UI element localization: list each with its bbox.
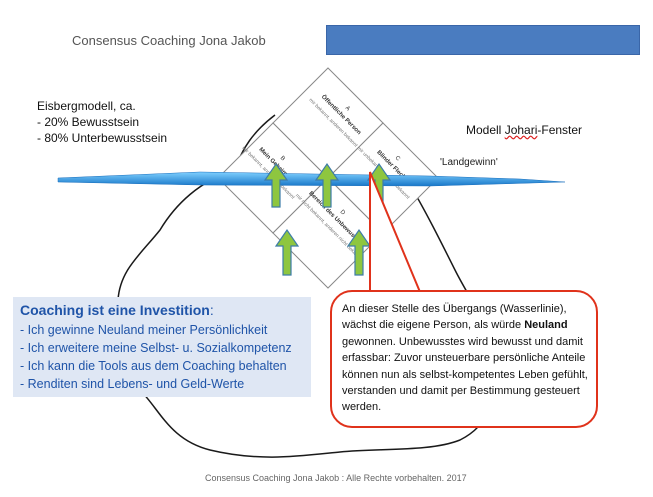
coaching-item: - Ich kann die Tools aus dem Coaching be…	[20, 359, 287, 373]
callout-text-bold: Neuland	[524, 319, 568, 332]
callout-text: An dieser Stelle des Übergangs (Wasserli…	[342, 301, 592, 416]
coaching-title: Coaching ist eine Investition:	[20, 302, 214, 318]
coaching-title-text: Coaching ist eine Investition	[20, 302, 210, 318]
callout-pointer	[369, 171, 421, 293]
coaching-list: - Ich gewinne Neuland meiner Persönlichk…	[20, 321, 292, 393]
arrow-up-icon-1	[263, 162, 289, 208]
johari-title-a: Modell	[466, 123, 505, 137]
eisberg-line-3: - 80% Unterbewusstsein	[37, 131, 168, 145]
callout-box	[330, 290, 598, 428]
landgewinn-label: 'Landgewinn'	[440, 157, 498, 168]
footer-text: Consensus Coaching Jona Jakob : Alle Rec…	[205, 473, 467, 483]
iceberg-outline	[116, 169, 497, 458]
coaching-title-colon: :	[209, 302, 214, 318]
coaching-item: - Ich erweitere meine Selbst- u. Sozialk…	[20, 341, 292, 355]
quadrant-d-letter: D	[339, 209, 347, 217]
johari-title-b: Johari	[504, 123, 538, 137]
quadrant-b-letter: B	[279, 155, 286, 162]
callout-text-part1: An dieser Stelle des Übergangs (Wasserli…	[342, 303, 567, 332]
arrow-up-icon-4	[274, 228, 300, 276]
quadrant-c-letter: C	[394, 155, 402, 163]
header-bar	[326, 25, 640, 55]
coaching-box	[13, 297, 311, 397]
callout-text-part2: gewonnen. Unbewusstes wird bewusst und d…	[342, 335, 588, 414]
water-line	[57, 171, 566, 187]
eisberg-text: Eisbergmodell, ca. - 20% Bewusstsein - 8…	[37, 98, 167, 146]
coaching-item: - Ich gewinne Neuland meiner Persönlichk…	[20, 323, 268, 337]
johari-title: Modell Johari-Fenster	[466, 123, 582, 137]
arrow-up-icon-2	[314, 162, 340, 208]
quadrant-a-letter: A	[344, 105, 351, 112]
johari-title-c: -Fenster	[537, 123, 583, 137]
header-title: Consensus Coaching Jona Jakob	[72, 33, 266, 48]
coaching-item: - Renditen sind Lebens- und Geld-Werte	[20, 377, 245, 391]
arrow-up-icon-5	[346, 228, 372, 276]
eisberg-line-1: Eisbergmodell, ca.	[37, 99, 136, 113]
eisberg-line-2: - 20% Bewusstsein	[37, 115, 140, 129]
